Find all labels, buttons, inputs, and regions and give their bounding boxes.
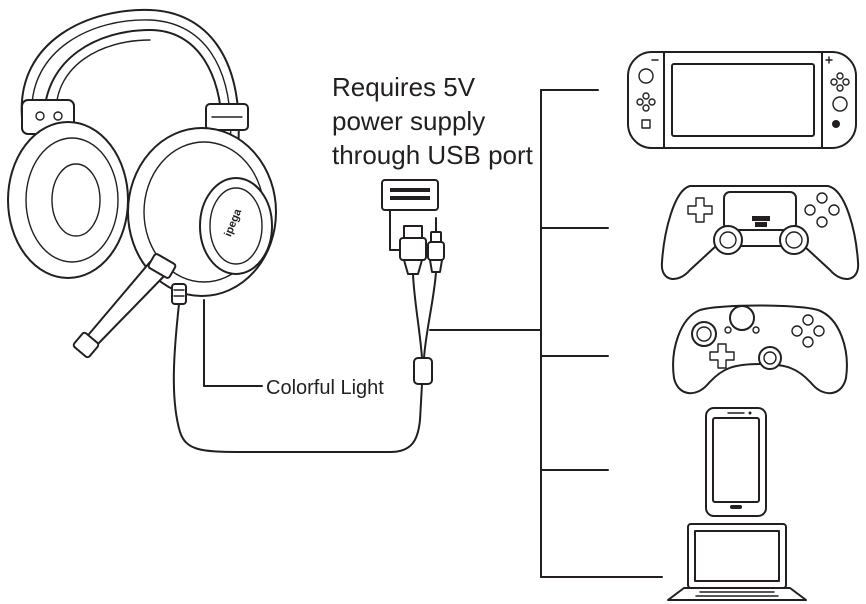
headset-icon: ipega <box>7 8 277 359</box>
usb-port-icon <box>381 179 439 211</box>
power-requirement-note: Requires 5V power supply through USB por… <box>332 70 533 172</box>
colorful-light-label: Colorful Light <box>266 377 384 399</box>
power-note-line2: power supply <box>332 106 486 136</box>
device-bus <box>540 89 663 578</box>
light-leader-line <box>203 299 263 387</box>
splitter-cable-icon <box>381 179 445 385</box>
xbox-controller-icon <box>672 304 848 394</box>
handheld-console-icon <box>627 51 857 149</box>
usb-plug-icon <box>403 225 423 239</box>
smartphone-icon <box>705 407 767 517</box>
power-note-line3: through USB port <box>332 140 533 170</box>
laptop-icon <box>667 523 807 601</box>
power-note-line1: Requires 5V <box>332 72 476 102</box>
headset-cable <box>172 303 423 453</box>
dualshock-controller-icon <box>660 185 860 280</box>
